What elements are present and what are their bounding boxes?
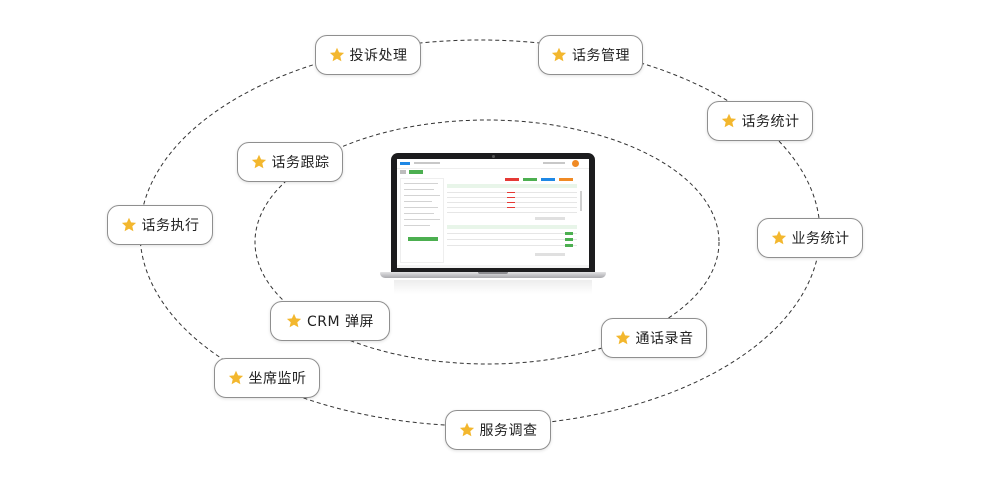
star-icon bbox=[721, 113, 736, 128]
screen-tab-strip bbox=[397, 169, 589, 175]
screen-pager bbox=[535, 253, 565, 256]
screen-status-mark bbox=[507, 202, 515, 203]
screen-main-table bbox=[447, 178, 587, 263]
screen-form-line bbox=[404, 183, 438, 184]
screen-status-mark bbox=[507, 197, 515, 198]
screen-form-line bbox=[404, 201, 432, 202]
screen-scrollbar bbox=[580, 191, 582, 211]
screen-breadcrumb bbox=[414, 162, 440, 164]
node-label: CRM 弹屏 bbox=[306, 314, 375, 330]
screen-form-line bbox=[404, 219, 440, 220]
screen-table-row bbox=[447, 212, 577, 213]
laptop-lid bbox=[391, 153, 595, 272]
node-label: 通话录音 bbox=[635, 331, 694, 347]
screen-form-line bbox=[404, 225, 430, 226]
screen-tab-active bbox=[409, 170, 423, 174]
laptop-shadow bbox=[394, 280, 592, 294]
star-icon bbox=[615, 330, 630, 345]
screen-logo bbox=[400, 162, 410, 165]
star-icon bbox=[459, 422, 474, 437]
screen-form-button bbox=[408, 237, 438, 241]
inner-orbit bbox=[254, 119, 720, 365]
star-icon bbox=[121, 217, 136, 232]
screen-status-mark bbox=[507, 192, 515, 193]
screen-form-line bbox=[404, 207, 438, 208]
screen-table-row bbox=[447, 239, 577, 240]
screen-status-mark bbox=[507, 207, 515, 208]
node-call-tracking: 话务跟踪 bbox=[237, 142, 343, 182]
node-label: 服务调查 bbox=[479, 423, 538, 439]
star-icon bbox=[286, 313, 302, 328]
star-icon bbox=[251, 154, 266, 169]
star-icon bbox=[771, 230, 786, 245]
screen-footer bbox=[397, 265, 589, 268]
screen-pager bbox=[535, 217, 565, 220]
star-icon bbox=[228, 370, 243, 385]
screen-action-chip bbox=[541, 178, 555, 181]
laptop-icon bbox=[380, 153, 606, 298]
star-icon bbox=[551, 47, 567, 62]
node-crm-popup: CRM 弹屏 bbox=[270, 301, 390, 341]
screen-table-row bbox=[447, 233, 577, 234]
node-label: 话务统计 bbox=[741, 114, 800, 130]
screen-table-row bbox=[447, 245, 577, 246]
laptop-base bbox=[380, 272, 606, 278]
node-label: 话务执行 bbox=[141, 218, 200, 234]
node-call-execution: 话务执行 bbox=[107, 205, 213, 245]
node-seat-monitoring: 坐席监听 bbox=[214, 358, 320, 398]
screen-table-header bbox=[447, 184, 577, 188]
laptop-notch bbox=[478, 272, 508, 274]
screen-tab bbox=[400, 170, 406, 174]
camera-dot bbox=[492, 155, 495, 158]
screen-row-button bbox=[565, 244, 573, 247]
screen-row-button bbox=[565, 238, 573, 241]
screen-avatar bbox=[572, 160, 579, 167]
node-service-survey: 服务调查 bbox=[445, 410, 551, 450]
screen-form-line bbox=[404, 213, 434, 214]
node-call-recording: 通话录音 bbox=[601, 318, 707, 358]
screen-form-line bbox=[404, 195, 440, 196]
screen-form-line bbox=[404, 189, 434, 190]
star-icon bbox=[329, 47, 344, 62]
node-label: 话务跟踪 bbox=[271, 155, 330, 171]
node-call-management: 话务管理 bbox=[538, 35, 643, 75]
node-label: 话务管理 bbox=[572, 48, 630, 64]
node-label: 坐席监听 bbox=[248, 371, 307, 387]
screen-table-header bbox=[447, 225, 577, 229]
node-complaint: 投诉处理 bbox=[315, 35, 421, 75]
node-call-statistics: 话务统计 bbox=[707, 101, 813, 141]
screen-row-button bbox=[565, 232, 573, 235]
laptop-screen bbox=[397, 159, 589, 268]
screen-top-bar bbox=[397, 159, 589, 169]
screen-toolbar bbox=[543, 162, 565, 164]
node-business-statistics: 业务统计 bbox=[757, 218, 863, 258]
screen-side-form bbox=[400, 178, 444, 263]
node-label: 业务统计 bbox=[791, 231, 850, 247]
screen-action-chip bbox=[523, 178, 537, 181]
screen-action-chip bbox=[505, 178, 519, 181]
node-label: 投诉处理 bbox=[349, 48, 408, 64]
screen-action-chip bbox=[559, 178, 573, 181]
